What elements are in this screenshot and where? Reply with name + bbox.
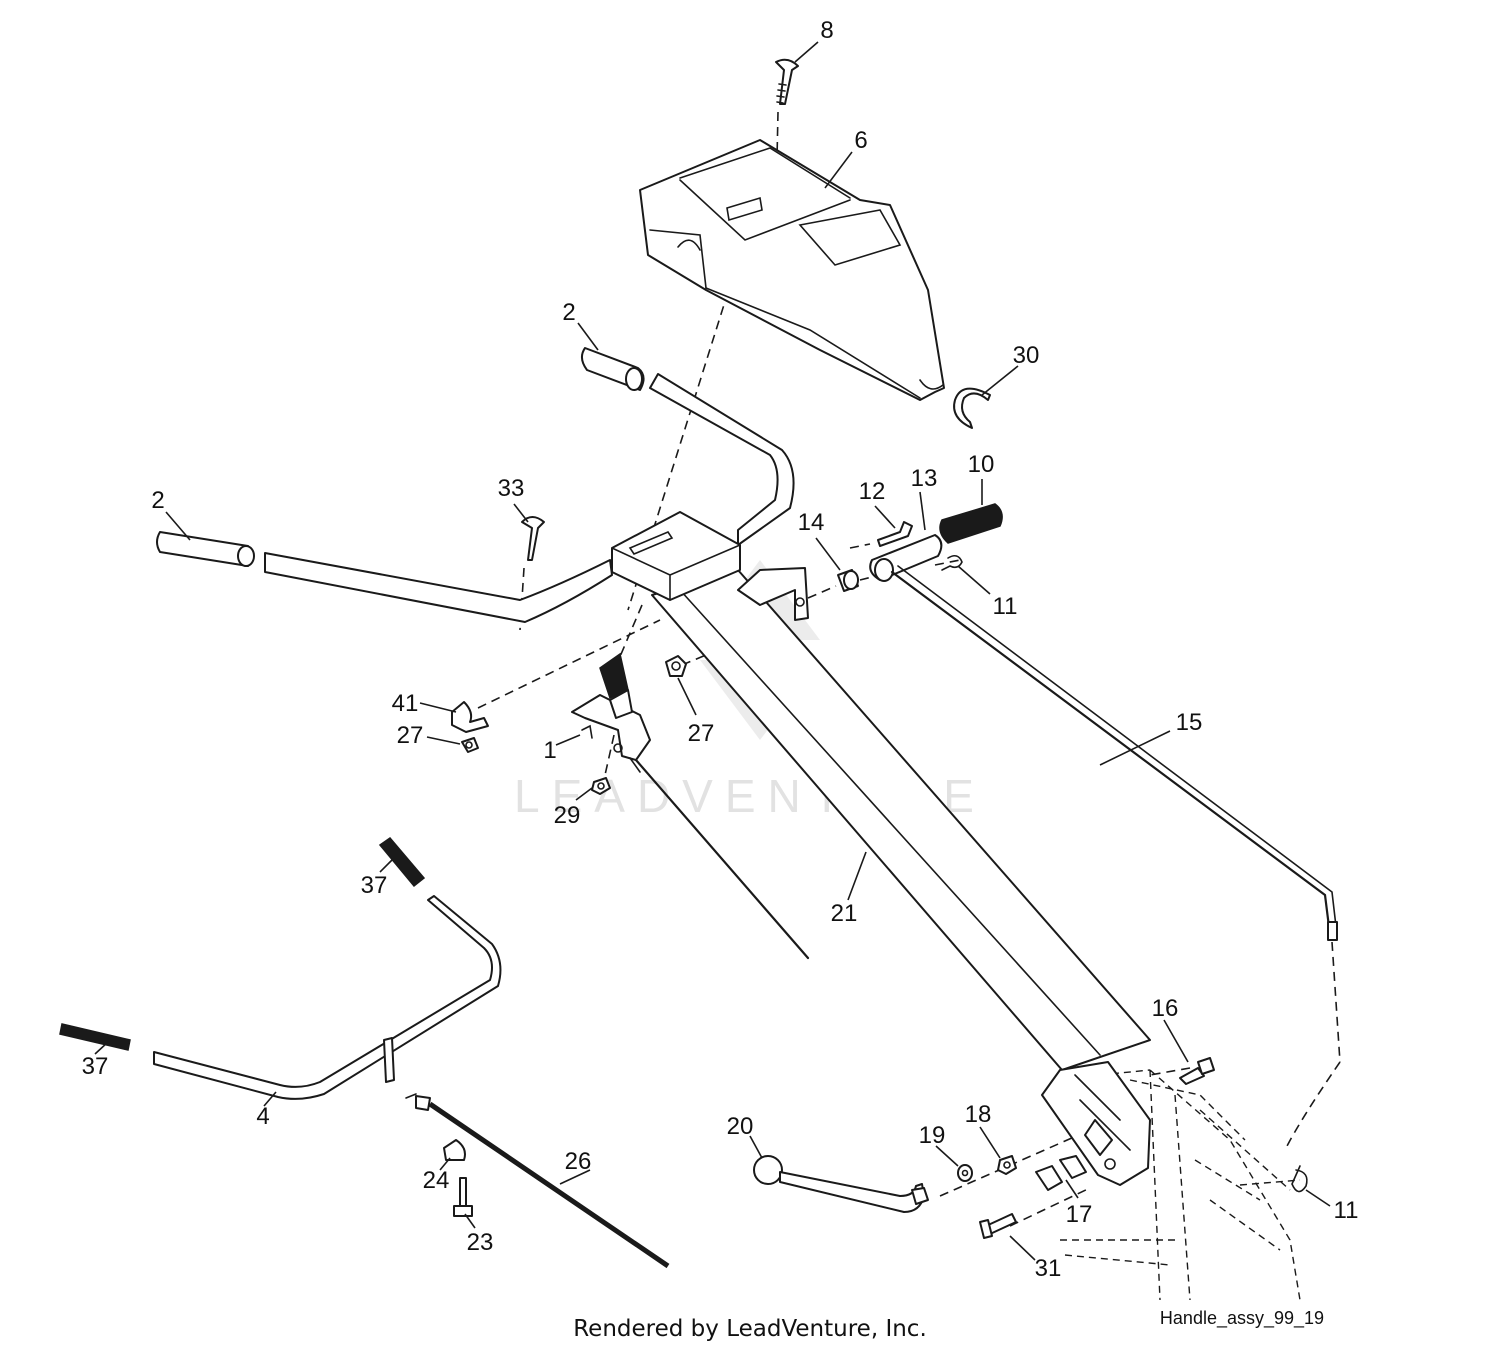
part-16-bolt [1179,1057,1215,1085]
callout-33: 33 [498,475,525,502]
part-24-clamp [443,1139,466,1161]
callout-27-left: 27 [397,722,424,749]
part-11-pin-lower [1291,1165,1308,1193]
part-6-console [639,139,945,401]
part-4-bail [153,895,502,1100]
callout-37-upper: 37 [361,872,388,899]
part-31-bolt [979,1213,1017,1239]
part-37-grip-left [59,1023,131,1051]
callout-13: 13 [911,465,938,492]
part-41-clamp [451,701,489,733]
callout-16: 16 [1152,995,1179,1022]
diagram-id: Handle_assy_99_19 [1160,1308,1324,1329]
part-27-nut-left [461,737,479,753]
part-27-nut-right [665,655,687,677]
callout-6: 6 [854,127,867,154]
part-15-rod [890,565,1338,941]
callout-12: 12 [859,478,886,505]
part-2-grip-upper [581,347,645,391]
callout-17: 17 [1066,1201,1093,1228]
part-12-bolt [877,521,913,547]
callout-18: 18 [965,1101,992,1128]
part-23-bolt [453,1177,473,1217]
part-33-bolt [521,516,545,561]
callout-21: 21 [831,900,858,927]
part-17-spacers [1035,1155,1087,1191]
part-19-washer [957,1164,973,1182]
callout-11-lower: 11 [1334,1197,1359,1224]
callout-8: 8 [820,17,833,44]
callout-11-upper: 11 [993,593,1018,620]
callout-2-left: 2 [151,487,164,514]
callout-37-left: 37 [82,1053,109,1080]
callout-29: 29 [554,802,581,829]
part-10-grip [939,503,1003,544]
callout-1: 1 [543,737,556,764]
callout-27-right: 27 [688,720,715,747]
frame-reference [1060,1069,1301,1301]
part-11-pin-upper [941,554,963,571]
part-8-screw [775,58,799,105]
part-2-grip-left [156,531,255,567]
callout-30: 30 [1013,342,1040,369]
callout-24: 24 [423,1167,450,1194]
callout-31: 31 [1035,1255,1062,1282]
throttle-rod [629,757,810,960]
part-26-cable [405,1093,670,1269]
leader-lines [94,41,1331,1261]
part-1-control-bracket [571,652,651,761]
part-13-pivot [869,534,943,582]
callout-15: 15 [1176,709,1203,736]
callout-2-upper: 2 [562,299,575,326]
callout-23: 23 [467,1229,494,1256]
part-20-shift-lever [753,1155,929,1213]
callout-26: 26 [565,1148,592,1175]
callout-4: 4 [256,1103,269,1130]
footer-credit: Rendered by LeadVenture, Inc. [573,1316,927,1342]
callout-19: 19 [919,1122,946,1149]
part-37-grip-upper [378,836,426,888]
part-14-spacer [837,569,859,592]
callout-14: 14 [798,509,825,536]
part-21-handle-tube [611,511,1151,1186]
part-18-nut [997,1155,1017,1175]
callout-41: 41 [392,690,419,717]
callout-labels: 8 6 2 30 2 33 10 12 13 14 11 41 27 1 27 … [82,17,1359,1282]
callout-20: 20 [727,1113,754,1140]
callout-10: 10 [968,451,995,478]
part-30-clip [953,387,991,429]
